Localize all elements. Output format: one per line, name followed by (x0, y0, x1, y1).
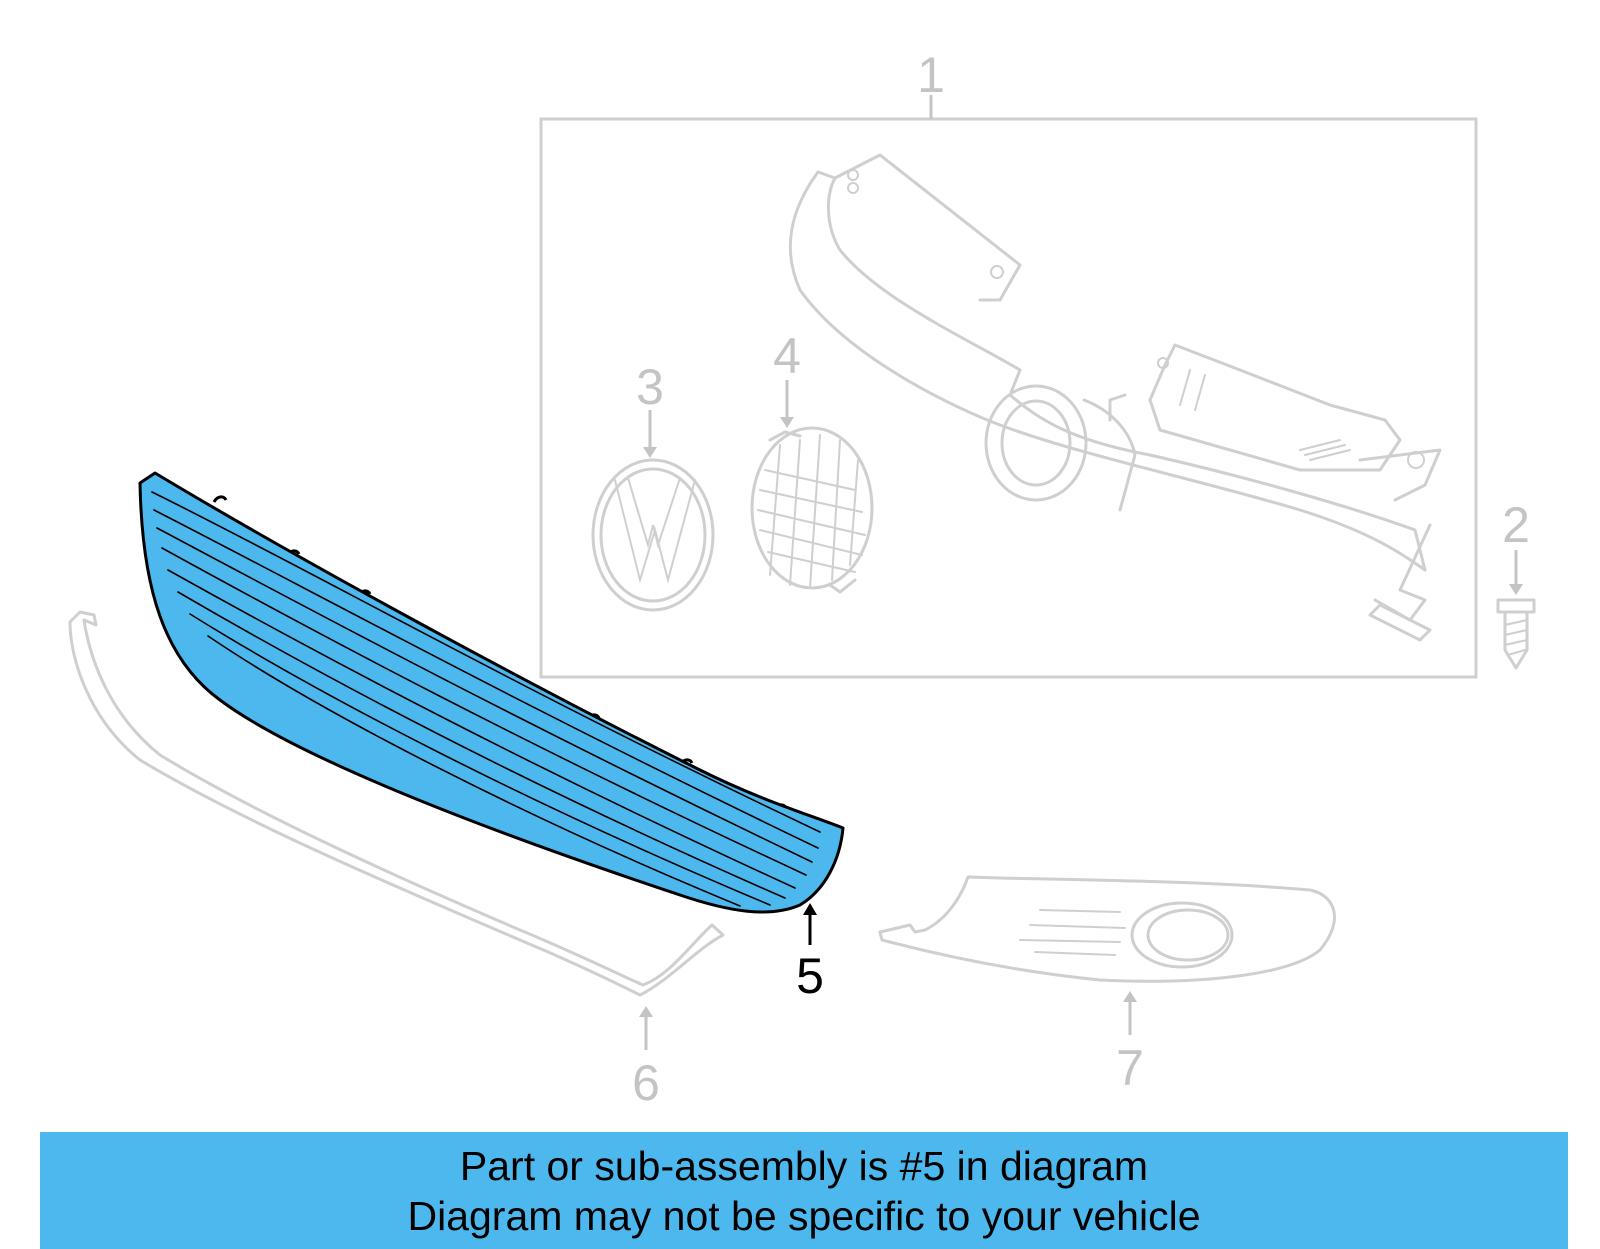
footer-line-2: Diagram may not be specific to your vehi… (407, 1192, 1201, 1239)
upper-grille-drawing (788, 153, 1442, 642)
callout-2: 2 (1502, 497, 1530, 553)
part-7-foglamp-trim: 7 (878, 875, 1336, 1096)
part-1-frame (539, 117, 1478, 679)
part-4-mesh: 4 (750, 328, 874, 594)
part-5-lower-grille: 5 (138, 471, 845, 1004)
part-6-molding: 6 (68, 610, 725, 1111)
callout-6: 6 (632, 1055, 660, 1111)
callout-7: 7 (1116, 1040, 1144, 1096)
part-2-screw: 2 (1496, 497, 1536, 670)
part-1-group: 1 3 (539, 47, 1478, 679)
callout-4: 4 (773, 328, 801, 384)
part-3-emblem: 3 (591, 359, 715, 612)
part-5-body (138, 471, 845, 914)
callout-3: 3 (636, 359, 664, 415)
footer-line-1: Part or sub-assembly is #5 in diagram (459, 1142, 1149, 1189)
callout-5: 5 (796, 948, 824, 1004)
footer-banner: Part or sub-assembly is #5 in diagram Di… (40, 1132, 1568, 1249)
callout-1: 1 (917, 47, 945, 103)
